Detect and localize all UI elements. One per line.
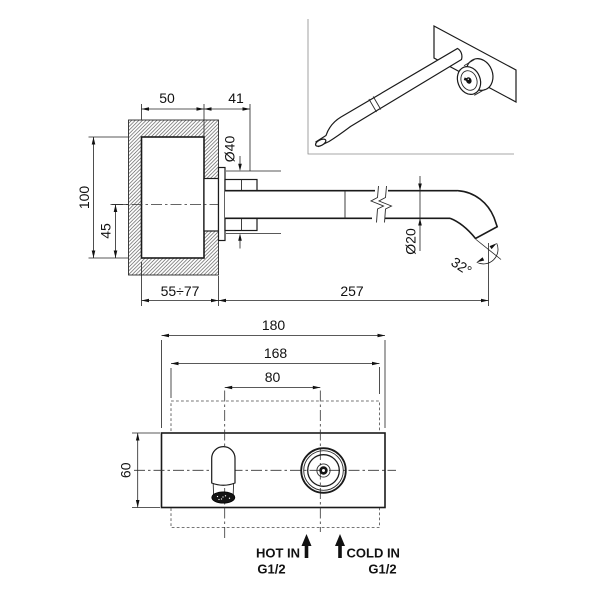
arrowhead <box>476 257 485 263</box>
handle-center-hole <box>322 469 325 472</box>
front-spout <box>211 446 236 504</box>
dim-80-label: 80 <box>265 369 281 385</box>
dim-length-label: 257 <box>340 283 364 299</box>
dim-45: 45 <box>98 204 128 258</box>
iso-tube-joint <box>372 96 382 110</box>
dim-depth-label: 55÷77 <box>161 283 200 299</box>
handle-hub-ring <box>316 463 331 478</box>
arrowhead <box>161 333 169 338</box>
dim-45-label: 45 <box>98 223 114 239</box>
arrowhead <box>377 333 385 338</box>
dim-168: 168 <box>170 345 380 398</box>
arrowhead <box>238 163 242 171</box>
dim-50: 50 <box>141 90 205 137</box>
dim-spout-label: Ø20 <box>403 228 419 255</box>
arrowhead <box>135 500 140 508</box>
dim-41-label: 41 <box>228 90 244 106</box>
arrowhead <box>204 107 212 111</box>
dim-80: 80 <box>224 369 321 390</box>
knob-highlight <box>467 78 469 81</box>
angle-arc <box>476 243 499 265</box>
arrowhead <box>489 243 497 250</box>
arrowhead <box>372 361 380 366</box>
inlet-annotations: HOT IN G1/2 COLD IN G1/2 <box>256 534 400 577</box>
dim-32deg: 32° <box>448 239 502 279</box>
spout-tube <box>225 185 499 240</box>
arrowhead <box>141 107 149 111</box>
arrowhead <box>481 298 489 303</box>
arrowhead <box>91 137 96 145</box>
spout-bend <box>449 189 499 240</box>
arrowhead <box>113 204 118 212</box>
arrowhead <box>218 298 226 303</box>
dim-d20: Ø20 <box>403 176 422 255</box>
dim-257: 257 <box>218 243 489 306</box>
iso-tube-joint <box>368 98 377 113</box>
aerator-sides <box>212 483 235 495</box>
isometric-view <box>307 19 517 155</box>
arrowhead <box>224 385 233 390</box>
knob-side-line <box>463 59 475 67</box>
tube-body <box>225 191 458 218</box>
cold-in-label: COLD IN <box>347 546 400 561</box>
dim-60: 60 <box>118 432 160 508</box>
dim-100-label: 100 <box>76 186 92 210</box>
arrowhead <box>211 298 219 303</box>
arrowhead <box>238 233 242 241</box>
dim-d40: Ø40 <box>222 136 281 249</box>
arrowhead <box>91 250 96 258</box>
arrowhead <box>418 183 422 191</box>
wall-hatching <box>128 120 219 275</box>
break-symbol-right <box>377 185 393 223</box>
iso-spout-outlet <box>314 138 327 147</box>
hot-inlet-arrow-icon <box>301 534 312 558</box>
spout-body <box>211 446 236 486</box>
front-view: 180 168 80 60 <box>118 317 400 577</box>
concealed-body-box <box>140 136 205 259</box>
handle-mid-ring <box>303 450 344 491</box>
iso-corner-frame <box>307 19 514 155</box>
cold-inlet-arrow-icon <box>335 534 345 558</box>
arrowhead <box>242 107 250 111</box>
dim-55-77: 55÷77 <box>141 262 219 306</box>
arrowhead <box>171 361 179 366</box>
dim-180: 180 <box>161 317 386 428</box>
dim-41: 41 <box>204 90 251 171</box>
dim-180-label: 180 <box>262 317 286 333</box>
dim-50-label: 50 <box>159 90 175 106</box>
arrowhead <box>113 250 118 258</box>
handle-outer-ring <box>300 447 347 494</box>
escutcheon-flange <box>217 166 226 242</box>
dim-angle-label: 32° <box>448 254 474 279</box>
handle-inner-ring <box>307 454 340 487</box>
break-symbol-left <box>369 185 385 223</box>
angle-ref-line <box>475 239 502 260</box>
knob-inner-ring <box>460 70 478 91</box>
dim-168-label: 168 <box>264 345 288 361</box>
arrowhead <box>312 385 321 390</box>
iso-handle-knob <box>456 58 494 96</box>
dim-flange-label: Ø40 <box>222 136 238 163</box>
arrowhead <box>141 298 149 303</box>
iso-spout-tube <box>315 47 463 148</box>
hot-thread-label: G1/2 <box>257 562 285 577</box>
dim-60-label: 60 <box>118 462 134 478</box>
aerator-knurling <box>216 495 231 501</box>
hot-in-label: HOT IN <box>256 546 300 561</box>
front-handle <box>300 447 347 494</box>
knob-center-cap <box>466 77 472 84</box>
section-view: 50 41 100 45 <box>76 90 502 306</box>
dim-100: 100 <box>76 136 128 259</box>
arrowhead <box>196 107 204 111</box>
arrowhead <box>418 218 422 226</box>
arrowhead <box>135 433 140 441</box>
knob-side-line <box>474 88 486 96</box>
cold-thread-label: G1/2 <box>368 562 396 577</box>
